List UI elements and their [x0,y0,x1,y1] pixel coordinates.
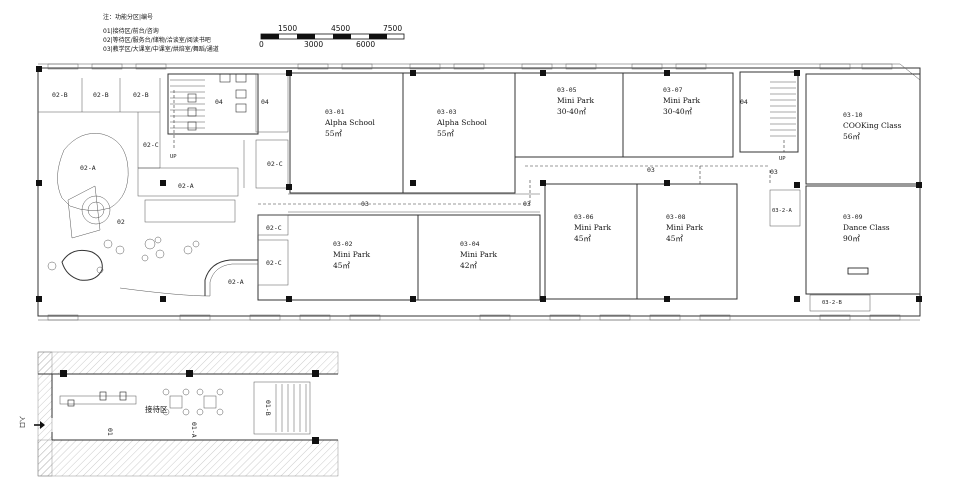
zone-04-2: 04 [261,98,269,106]
scale-bar: 1500 4500 7500 0 3000 6000 [259,24,405,49]
corridor-03-3: 03 [647,166,655,174]
corridor-03-1: 03 [361,200,369,208]
room-code: 03-05 [557,86,577,94]
room-name: Mini Park [333,250,370,259]
corridor-03-4: 03 [770,168,778,176]
room-03-04: 03-04 Mini Park 42㎡ [460,240,497,270]
zone-02c-3: 02-C [266,224,282,232]
room-03-06: 03-06 Mini Park 45㎡ [574,213,611,243]
room-03-02: 03-02 Mini Park 45㎡ [333,240,370,270]
room-area: 55㎡ [325,129,343,138]
room-03-08: 03-08 Mini Park 45㎡ [666,213,703,243]
room-code: 03-03 [437,108,457,116]
zone-02b-2: 02-B [93,91,109,99]
zone-02c-1: 02-C [143,141,159,149]
reception-title: 接待区 [145,404,168,414]
room-name: Alpha School [436,118,488,127]
zone-02c-4: 02-C [266,259,282,267]
room-area: 45㎡ [574,234,592,243]
room-code: 03-09 [843,213,863,221]
room-area: 55㎡ [437,129,455,138]
legend-notes: 注：功能分区|编号 01|接待区/前台/咨询 02|等待区/服务台/储物/洽谈室… [103,13,219,53]
notes-line-2: 02|等待区/服务台/储物/洽谈室/阅读书吧 [103,36,211,44]
zone-04-3: 04 [740,98,748,106]
room-code: 03-08 [666,213,686,221]
room-03-01: 03-01 Alpha School 55㎡ [324,108,376,138]
room-name: Mini Park [663,96,700,105]
room-area: 45㎡ [666,234,684,243]
zone-02a-2: 02-A [178,182,194,190]
scale-label-4500: 4500 [331,24,350,33]
room-area: 30-40㎡ [557,107,587,116]
entrance-label: 入口 [18,416,25,428]
room-code: 03-02 [333,240,353,248]
room-03-10: 03-10 COOKing Class 56㎡ [843,111,902,141]
room-03-09: 03-09 Dance Class 90㎡ [843,213,890,243]
main-floor-plan [36,63,922,321]
room-03-05: 03-05 Mini Park 30-40㎡ [557,86,594,116]
zone-02b-1: 02-B [52,91,68,99]
room-area: 30-40㎡ [663,107,693,116]
room-name: Mini Park [666,223,703,232]
room-code: 03-10 [843,111,863,119]
scale-label-1500: 1500 [278,24,297,33]
room-labels: 03-01 Alpha School 55㎡ 03-03 Alpha Schoo… [324,86,902,270]
room-name: Mini Park [574,223,611,232]
room-code: 03-01 [325,108,345,116]
zone-02a-3: 02-A [228,278,244,286]
stair-up-1: UP [170,154,177,160]
room-area: 56㎡ [843,132,861,141]
scale-label-6000: 6000 [356,40,375,49]
zone-032b: 03-2-B [822,300,843,306]
reception-code-01a: 01-A [190,422,198,438]
reception-code-01: 01 [106,428,114,436]
corridor-03-2: 03 [523,200,531,208]
zone-04-1: 04 [215,98,223,106]
room-code: 03-07 [663,86,683,94]
room-area: 42㎡ [460,261,478,270]
zone-032a: 03-2-A [772,208,793,214]
scale-label-0: 0 [259,40,264,49]
room-name: Mini Park [557,96,594,105]
room-name: COOKing Class [843,121,902,130]
stair-up-2: UP [779,156,786,162]
scale-label-3000: 3000 [304,40,323,49]
room-code: 03-04 [460,240,480,248]
zone-02: 02 [117,218,125,226]
room-area: 90㎡ [843,234,861,243]
room-name: Mini Park [460,250,497,259]
room-03-03: 03-03 Alpha School 55㎡ [436,108,488,138]
reception-plan: 接待区 01 01-A 01-B 入口 [18,351,339,477]
room-name: Dance Class [843,223,890,232]
room-name: Alpha School [324,118,376,127]
notes-title: 注：功能分区|编号 [103,13,153,21]
zone-02c-2: 02-C [267,160,283,168]
zone-labels: 02-B 02-B 02-B 02-C 02-A 02 04 04 04 02-… [52,91,843,306]
reception-code-01b: 01-B [264,400,272,416]
scale-label-7500: 7500 [383,24,402,33]
zone-02a-1: 02-A [80,164,96,172]
room-area: 45㎡ [333,261,351,270]
notes-line-3: 03|教学区/大课室/中课室/烘焙室/舞蹈/通道 [103,45,219,53]
zone-02b-3: 02-B [133,91,149,99]
room-03-07: 03-07 Mini Park 30-40㎡ [663,86,700,116]
notes-line-1: 01|接待区/前台/咨询 [103,27,159,35]
room-code: 03-06 [574,213,594,221]
